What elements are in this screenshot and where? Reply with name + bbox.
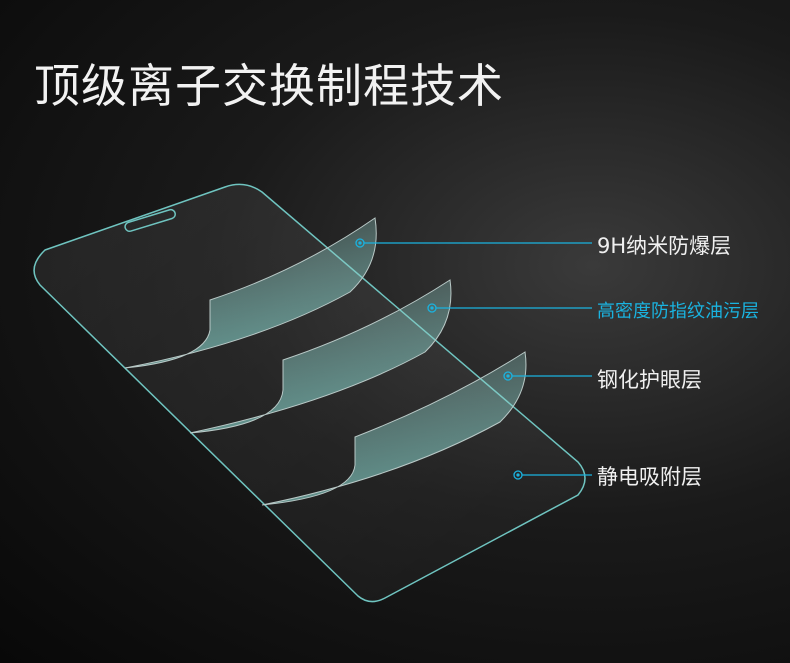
layer-sheet-2 — [189, 279, 452, 434]
layer-label-static: 静电吸附层 — [597, 465, 702, 489]
page-title: 顶级离子交换制程技术 — [34, 59, 504, 113]
layer-label-9h: 9H纳米防爆层 — [597, 234, 732, 258]
layer-sheet-1 — [124, 217, 377, 369]
speaker-slot-icon — [124, 208, 176, 233]
layer-label-oleophobic: 高密度防指纹油污层 — [597, 301, 759, 322]
marker-9h-layer — [355, 238, 592, 248]
marker-oleophobic-layer — [427, 303, 592, 313]
layer-sheet-3 — [261, 351, 527, 506]
layer-label-tempered: 钢化护眼层 — [597, 368, 702, 392]
marker-tempered-layer — [503, 371, 592, 381]
marker-static-layer — [513, 470, 592, 480]
